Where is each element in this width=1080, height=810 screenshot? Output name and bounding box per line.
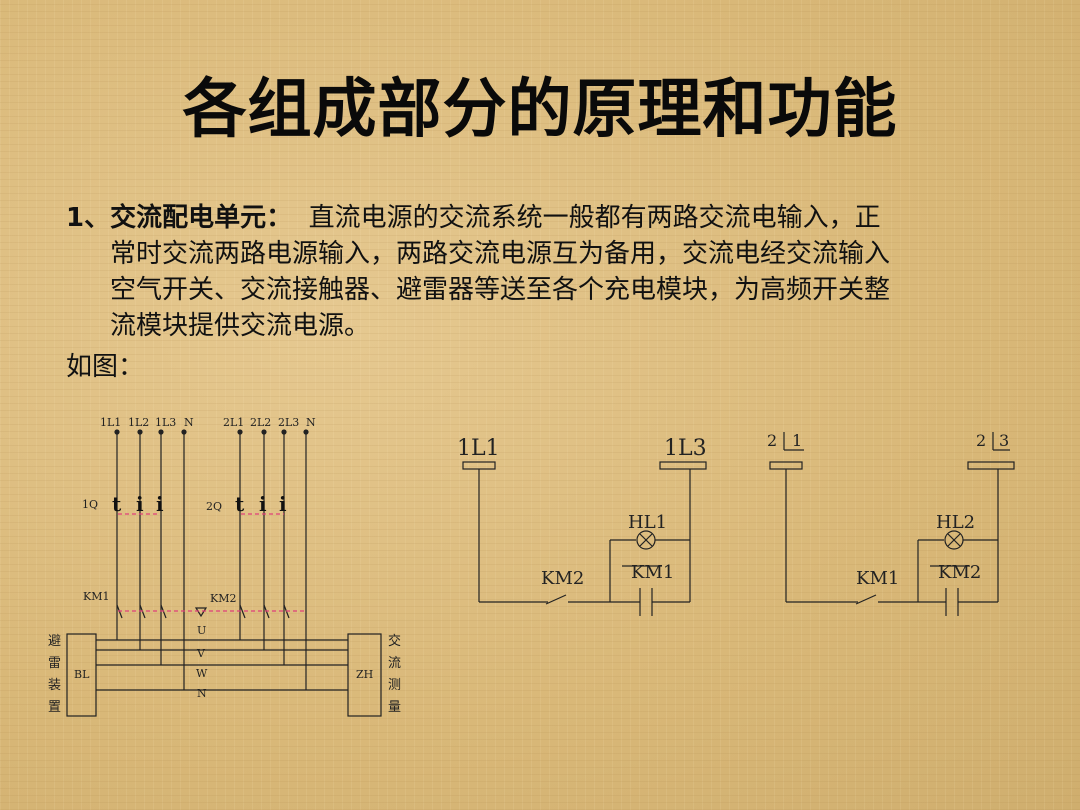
ctrl2-top-left-sub: 1 [792, 431, 802, 450]
ctrl1-coil-label: KM1 [631, 562, 674, 583]
right-box-label: ZH [356, 668, 373, 681]
input-2l2: 2L2 [250, 416, 271, 429]
breaker-b-symbol-3: i [279, 492, 287, 516]
ctrl1-lamp-label: HL1 [628, 512, 667, 533]
ctrl1-interlock-label: KM2 [541, 568, 584, 589]
bus-label-n: N [197, 687, 207, 700]
contactor-km1: KM1 [83, 590, 109, 603]
body-line-4: 流模块提供交流电源。 [110, 311, 371, 341]
breaker-a-symbol-1: t [112, 492, 122, 516]
bus-label-v: V [196, 647, 206, 660]
section-paragraph: 1、交流配电单元： 直流电源的交流系统一般都有两路交流电输入，正 常时交流两路电… [66, 200, 1016, 344]
ctrl2-lamp-label: HL2 [936, 512, 975, 533]
left-vertical-2: 雷 [48, 656, 61, 671]
section-number: 1、 [66, 203, 111, 233]
input-2l3: 2L3 [278, 416, 299, 429]
contactor-km2: KM2 [210, 592, 236, 605]
section-heading: 交流配电单元： [110, 203, 293, 233]
figure-caption: 如图： [66, 352, 145, 382]
right-vertical-3: 测 [388, 678, 401, 693]
left-box-label: BL [74, 668, 90, 681]
body-line-1: 直流电源的交流系统一般都有两路交流电输入，正 [308, 203, 881, 233]
ctrl2-top-right-num: 2 [976, 431, 986, 450]
right-vertical-1: 交 [388, 633, 401, 649]
right-vertical-2: 流 [388, 656, 401, 671]
ctrl2-interlock-label: KM1 [856, 568, 899, 589]
right-vertical-4: 量 [388, 700, 401, 715]
breaker-b-symbol-1: t [235, 492, 245, 516]
ctrl2-top-left-num: 2 [767, 431, 777, 450]
ctrl2-coil-label: KM2 [938, 562, 981, 583]
breaker-a-symbol-3: i [156, 492, 164, 516]
left-vertical-3: 装 [48, 678, 61, 693]
input-1l1: 1L1 [100, 416, 121, 429]
ctrl1-top-right-label: 1L3 [664, 436, 707, 461]
input-1l3: 1L3 [155, 416, 176, 429]
paragraph-line-1: 1、交流配电单元： 直流电源的交流系统一般都有两路交流电输入，正 [66, 200, 1016, 236]
left-vertical-4: 置 [48, 700, 61, 715]
breaker-2q: 2Q [206, 500, 222, 513]
breaker-a-symbol-2: i [136, 492, 144, 516]
input-n-a: N [184, 416, 194, 429]
ctrl1-top-left-label: 1L1 [457, 436, 500, 461]
breaker-1q: 1Q [82, 498, 98, 511]
ctrl2-top-right-sub: 3 [999, 431, 1009, 450]
bus-label-w: W [196, 667, 208, 680]
breaker-b-symbol-2: i [259, 492, 267, 516]
slide-title: 各组成部分的原理和功能 [182, 73, 898, 147]
body-line-2: 常时交流两路电源输入，两路交流电源互为备用，交流电经交流输入 [110, 239, 891, 269]
bus-label-u: U [197, 624, 206, 637]
input-1l2: 1L2 [128, 416, 149, 429]
input-2l1: 2L1 [223, 416, 244, 429]
body-line-3: 空气开关、交流接触器、避雷器等送至各个充电模块，为高频开关整 [110, 275, 891, 305]
left-vertical-1: 避 [48, 634, 61, 649]
input-n-b: N [306, 416, 316, 429]
